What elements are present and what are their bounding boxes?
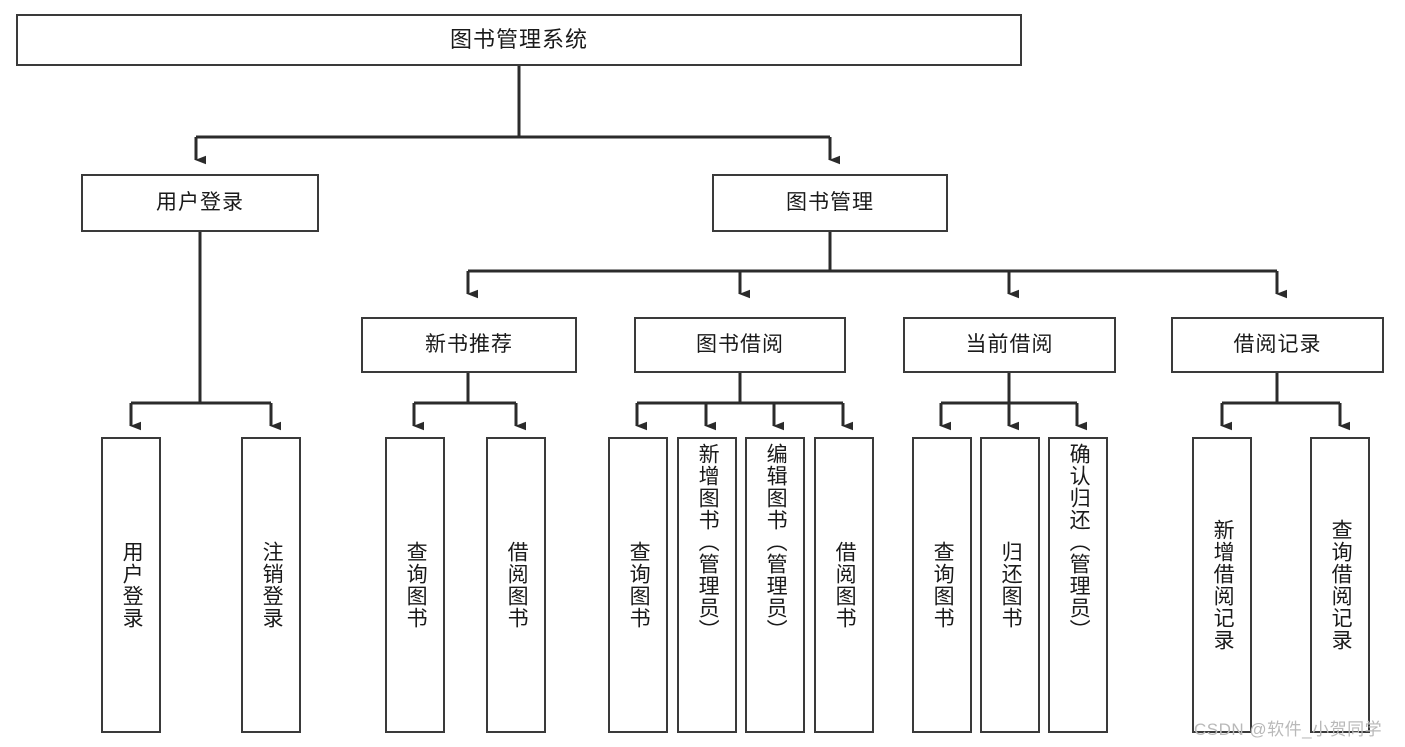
node-label: 图书管理系统 — [449, 26, 588, 52]
leaf-return-book[interactable]: 归还图书 — [980, 437, 1040, 733]
leaf-label: 查询图书 — [627, 541, 651, 629]
node-label: 用户登录 — [156, 191, 244, 215]
node-label: 图书借阅 — [696, 333, 784, 357]
leaf-label: 用户登录 — [120, 541, 144, 629]
leaf-add-book-admin[interactable]: 新增图书（管理员） — [677, 437, 737, 733]
node-root-book-management-system[interactable]: 图书管理系统 — [16, 14, 1022, 66]
leaf-borrow-book-new-rec[interactable]: 借阅图书 — [486, 437, 546, 733]
csdn-watermark: CSDN @软件_小贺同学 — [1194, 720, 1383, 739]
node-new-book-recommendation[interactable]: 新书推荐 — [361, 317, 577, 373]
node-label: 当前借阅 — [965, 333, 1054, 357]
leaf-label: 查询图书 — [931, 541, 955, 629]
leaf-label: 归还图书 — [999, 541, 1023, 629]
leaf-label: 新增借阅记录 — [1211, 519, 1235, 651]
leaf-query-book-borrow[interactable]: 查询图书 — [608, 437, 668, 733]
leaf-label: 确认归还（管理员） — [1067, 443, 1091, 641]
leaf-label: 借阅图书 — [833, 541, 857, 629]
node-user-login[interactable]: 用户登录 — [81, 174, 319, 232]
node-current-borrowing[interactable]: 当前借阅 — [903, 317, 1116, 373]
leaf-label: 借阅图书 — [505, 541, 529, 629]
leaf-label: 注销登录 — [260, 541, 284, 629]
leaf-confirm-return-admin[interactable]: 确认归还（管理员） — [1048, 437, 1108, 733]
node-book-management[interactable]: 图书管理 — [712, 174, 948, 232]
node-book-borrowing[interactable]: 图书借阅 — [634, 317, 846, 373]
leaf-label: 查询图书 — [404, 541, 428, 629]
leaf-user-login[interactable]: 用户登录 — [101, 437, 161, 733]
leaf-query-book-new-rec[interactable]: 查询图书 — [385, 437, 445, 733]
node-borrowing-record[interactable]: 借阅记录 — [1171, 317, 1384, 373]
node-label: 新书推荐 — [425, 333, 513, 357]
leaf-label: 编辑图书（管理员） — [764, 443, 788, 641]
leaf-label: 新增图书（管理员） — [696, 443, 720, 641]
leaf-edit-book-admin[interactable]: 编辑图书（管理员） — [745, 437, 805, 733]
leaf-add-borrow-record[interactable]: 新增借阅记录 — [1192, 437, 1252, 733]
leaf-logout-login[interactable]: 注销登录 — [241, 437, 301, 733]
node-label: 图书管理 — [786, 191, 874, 215]
node-label: 借阅记录 — [1233, 333, 1322, 357]
leaf-label: 查询借阅记录 — [1329, 519, 1353, 651]
leaf-query-book-current[interactable]: 查询图书 — [912, 437, 972, 733]
leaf-query-borrow-record[interactable]: 查询借阅记录 — [1310, 437, 1370, 733]
leaf-borrow-book-borrow[interactable]: 借阅图书 — [814, 437, 874, 733]
